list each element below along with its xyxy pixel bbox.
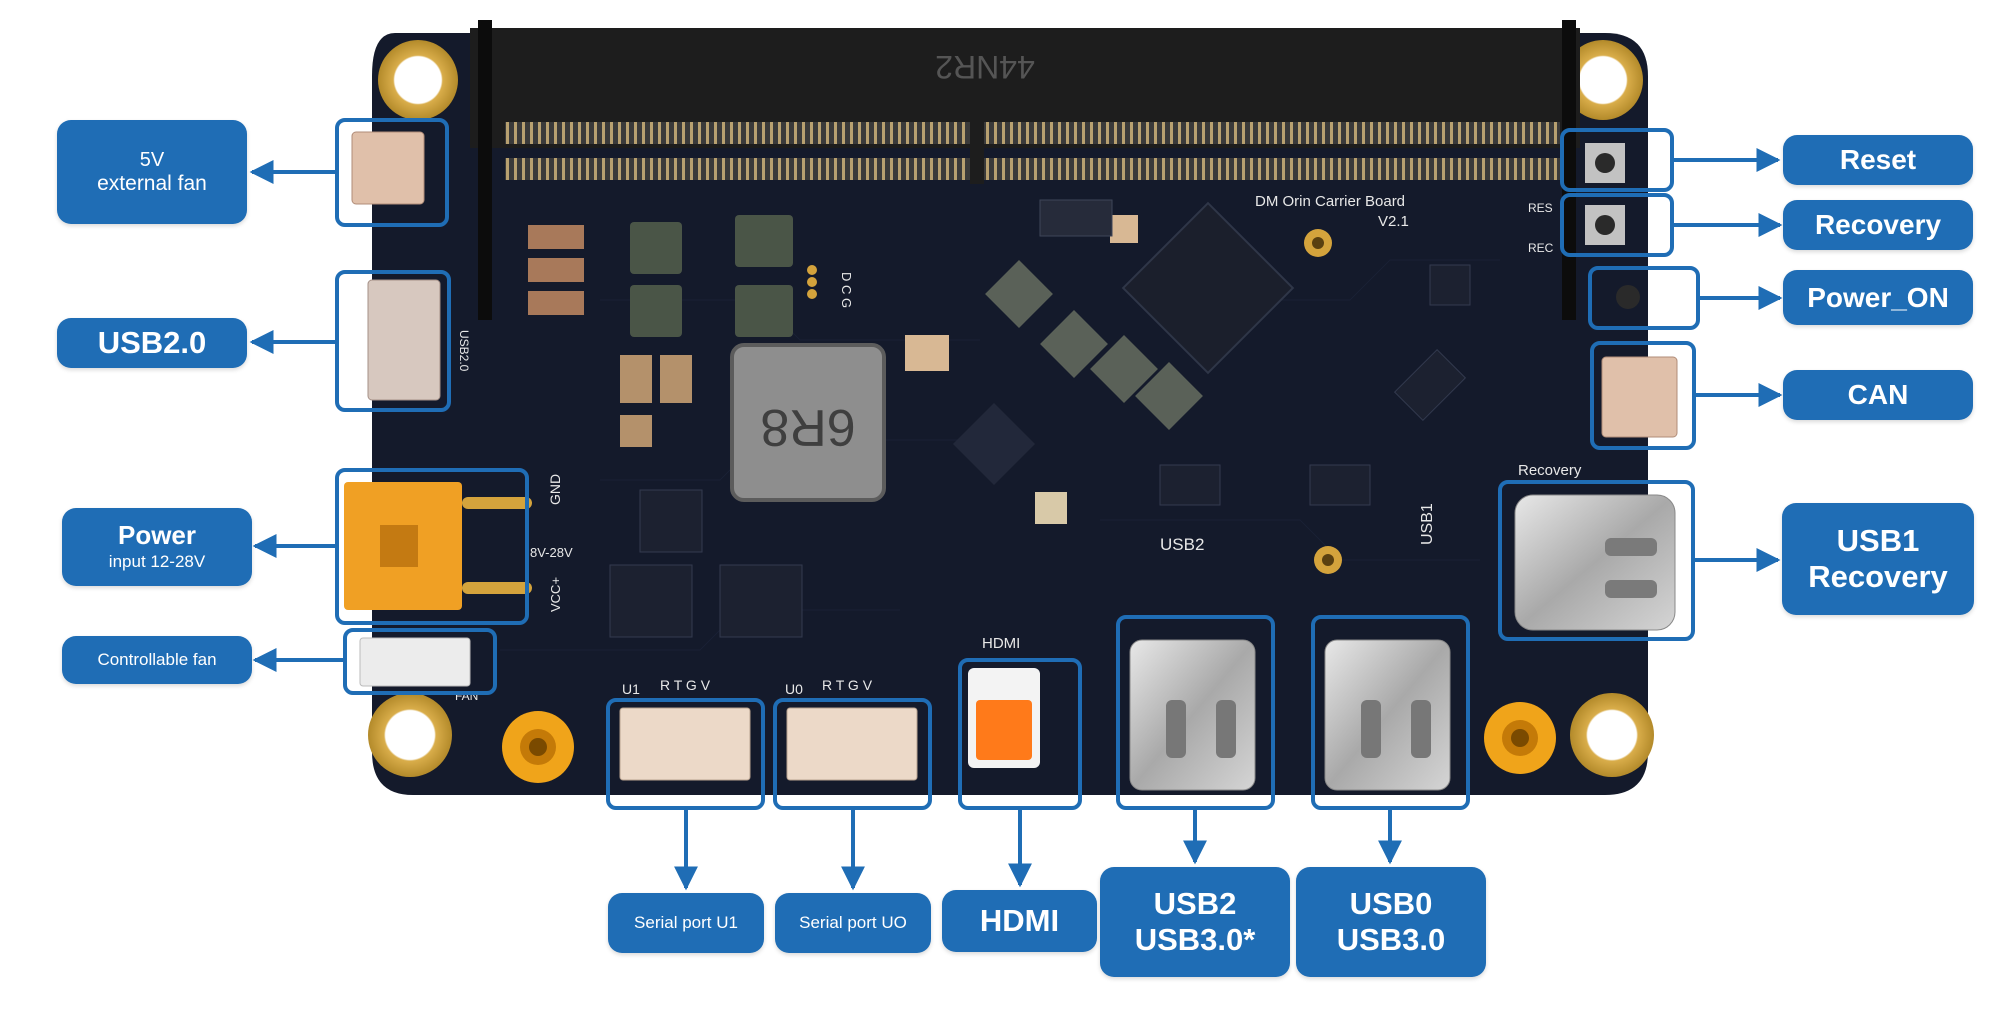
silk-u0: U0 <box>785 681 803 697</box>
label-usb2: USB2 USB3.0* <box>1100 867 1290 977</box>
silk-usb2: USB2 <box>1160 535 1204 554</box>
left-connectors <box>344 131 532 687</box>
silk-gnd: GND <box>547 474 563 505</box>
module-connector <box>470 20 1580 320</box>
silk-res: RES <box>1528 201 1553 215</box>
label-usb1-line1: USB1 <box>1836 523 1920 558</box>
label-fan-5v-line1: 5V <box>139 149 165 171</box>
silk-u1: U1 <box>622 681 640 697</box>
label-power-line1: Power <box>117 520 197 550</box>
silk-hdmi: HDMI <box>982 635 1020 652</box>
label-serial-u0-text: Serial port UO <box>799 913 907 932</box>
label-serial-u1: Serial port U1 <box>608 893 764 953</box>
label-serial-u0: Serial port UO <box>775 893 931 953</box>
right-connectors <box>1514 143 1678 631</box>
label-reset-text: Reset <box>1839 144 1917 175</box>
label-usb0-line2: USB3.0 <box>1336 922 1446 957</box>
label-hdmi-text: HDMI <box>979 903 1060 938</box>
silk-vin: 8V-28V <box>530 545 573 560</box>
label-usb0-line1: USB0 <box>1349 886 1433 921</box>
label-serial-u1-text: Serial port U1 <box>634 913 738 932</box>
label-reset: Reset <box>1783 135 1973 185</box>
label-usb2-line1: USB2 <box>1153 886 1237 921</box>
label-power-line2: input 12-28V <box>108 552 206 571</box>
label-hdmi: HDMI <box>942 890 1097 952</box>
callout-arrows <box>249 148 1783 891</box>
label-power: Power input 12-28V <box>62 508 252 586</box>
label-usb2-line2: USB3.0* <box>1134 922 1256 957</box>
label-controllable-fan: Controllable fan <box>62 636 252 684</box>
silk-recovery: Recovery <box>1518 462 1582 479</box>
silk-vcc: VCC+ <box>548 577 563 612</box>
label-power-on-text: Power_ON <box>1807 281 1949 313</box>
inductor-marking: 6R8 <box>760 398 855 456</box>
silk-usb20: USB2.0 <box>457 330 471 372</box>
label-can: CAN <box>1783 370 1973 420</box>
silkscreen: DM Orin Carrier Board V2.1 44NR2 USB2 US… <box>455 49 1582 703</box>
silk-usb1: USB1 <box>1419 503 1436 545</box>
board-title-silk: DM Orin Carrier Board <box>1255 193 1405 210</box>
label-can-text: CAN <box>1847 379 1909 410</box>
connector-marking: 44NR2 <box>935 49 1035 85</box>
label-fan-5v: 5V external fan <box>57 120 247 224</box>
silk-rec: REC <box>1528 241 1554 255</box>
label-recovery-text: Recovery <box>1814 209 1942 240</box>
silk-rtgv-u1: R T G V <box>660 677 711 693</box>
label-usb1-recovery: USB1 Recovery <box>1782 503 1974 615</box>
silk-dcg: D C G <box>839 272 854 308</box>
label-recovery: Recovery <box>1783 200 1973 250</box>
label-usb1-line2: Recovery <box>1808 559 1948 594</box>
label-usb0: USB0 USB3.0 <box>1296 867 1486 977</box>
label-usb20: USB2.0 <box>57 318 247 368</box>
label-power-on: Power_ON <box>1783 270 1973 325</box>
silk-rtgv-u0: R T G V <box>822 677 873 693</box>
components: 6R8 <box>528 199 1471 638</box>
mounting-holes <box>368 40 1654 777</box>
bottom-connectors <box>619 639 1451 791</box>
standoffs <box>502 702 1556 783</box>
board-version-silk: V2.1 <box>1378 213 1409 230</box>
label-fan-5v-line2: external fan <box>97 172 207 195</box>
label-usb20-text: USB2.0 <box>97 325 207 360</box>
label-controllable-fan-text: Controllable fan <box>97 650 217 669</box>
